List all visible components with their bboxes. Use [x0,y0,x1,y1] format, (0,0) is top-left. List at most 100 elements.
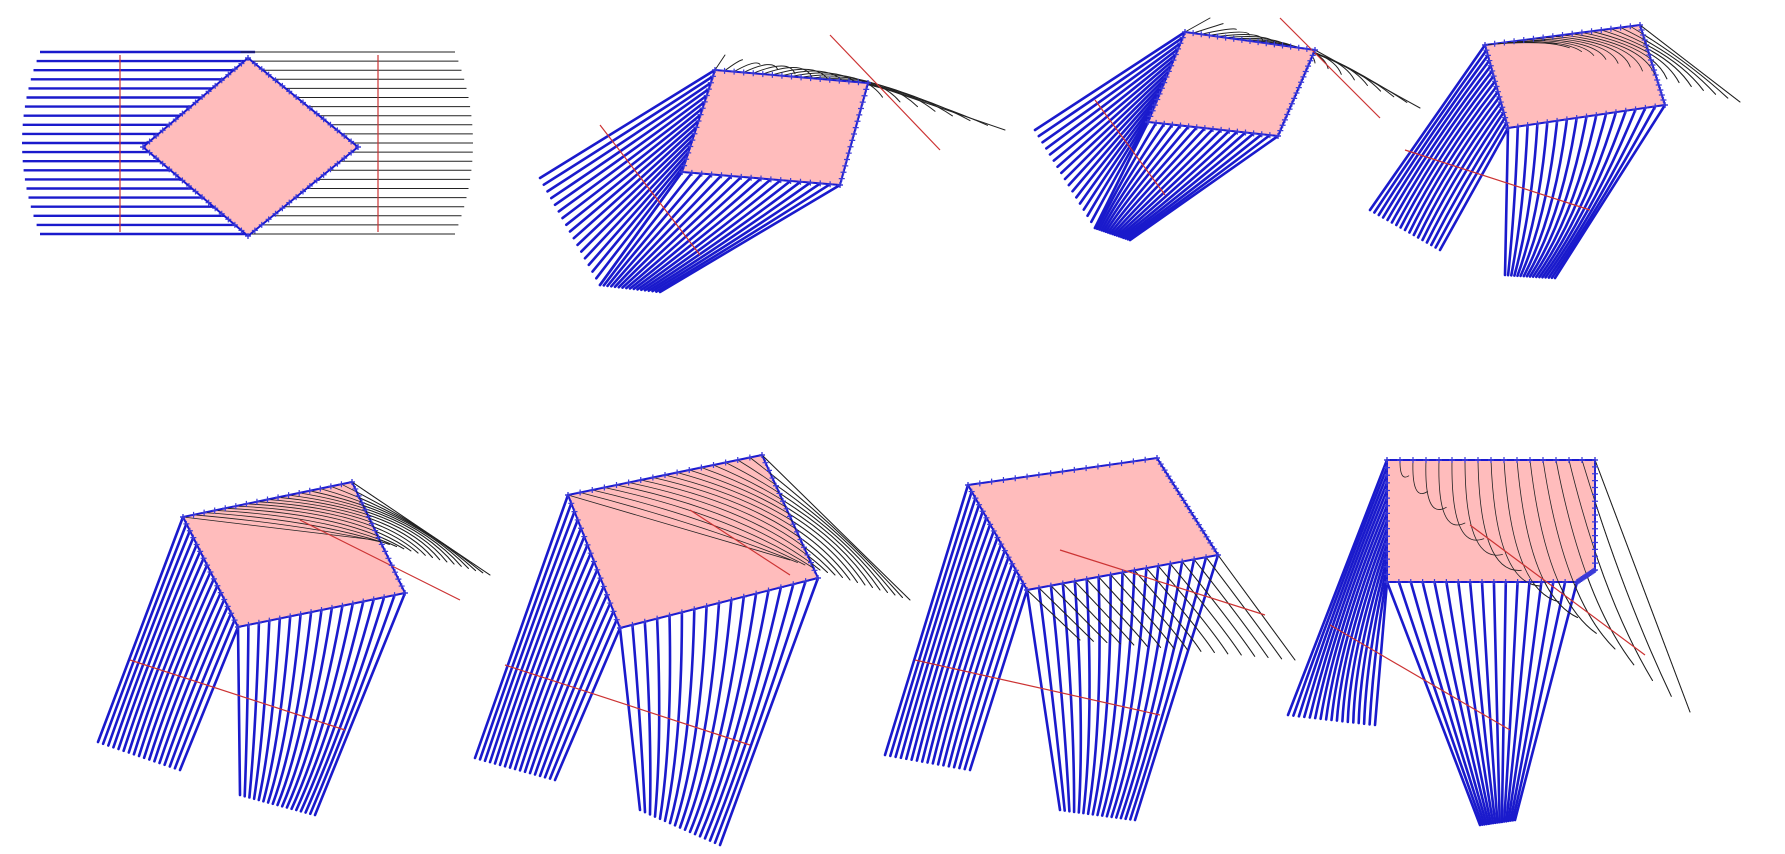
blue-strand [1286,458,1389,717]
vertex-marker [759,71,766,78]
black-strand [1306,48,1408,103]
black-strand [1477,459,1522,571]
vertex-marker [1247,38,1253,44]
blue-strand [572,126,698,240]
blue-strand [595,164,686,280]
vertex-marker [1643,42,1650,48]
vertex-marker [1503,119,1510,126]
vertex-marker [1384,556,1390,563]
vertex-marker [807,179,814,186]
vertex-marker [159,160,166,167]
vertex-marker [689,137,696,144]
blue-strand [523,576,602,774]
vertex-marker [218,77,225,84]
vertex-marker [1592,560,1598,567]
vertex-marker [192,99,199,106]
vertex-marker [1024,587,1030,593]
vertex-marker [245,55,251,61]
vertex-marker [1293,90,1300,96]
strand-sheets [1033,17,1421,242]
vertex-marker [235,624,241,630]
blue-strand [1385,580,1482,827]
blue-strand [508,551,593,769]
vertex-marker [988,478,995,485]
vertex-marker [1142,456,1149,463]
vertex-marker [842,162,849,169]
vertex-marker [983,514,990,521]
vertex-marker [1156,90,1163,97]
vertex-marker [1526,579,1533,585]
vertex-marker [587,550,594,557]
blue-strand [550,87,711,200]
vertex-marker [1612,109,1619,116]
vertex-marker [728,596,735,603]
blue-strand [631,623,647,814]
vertex-marker [1250,130,1257,137]
vertex-marker [1384,472,1390,479]
vertex-marker [1640,32,1647,38]
red-line [299,519,461,601]
black-strand [341,483,484,574]
vertex-marker [698,170,705,177]
vertex-marker [1449,457,1455,463]
vertex-marker [1302,68,1309,75]
vertex-marker [604,591,610,598]
blue-strand [1063,75,1168,181]
vertex-marker [1502,114,1509,121]
vertex-marker [1210,126,1216,132]
vertex-marker [1169,479,1176,486]
vertex-marker [146,138,153,145]
vertex-marker [787,513,793,520]
vertex-marker [306,487,313,494]
vertex-marker [847,143,854,150]
vertex-marker [214,582,221,589]
vertex-marker [372,527,379,534]
vertex-marker [1384,571,1390,578]
black-strand [277,496,441,561]
vertex-marker [1158,85,1165,92]
vertex-marker [1218,126,1225,133]
vertex-marker [285,492,292,499]
vertex-marker [1487,62,1494,69]
vertex-marker [1295,44,1302,51]
vertex-marker [1569,30,1576,37]
blue-strand [1102,124,1182,233]
black-strand [267,499,433,558]
blue-strand [1541,109,1628,279]
vertex-marker [765,587,772,594]
vertex-marker [1155,562,1162,569]
vertex-marker [1598,27,1605,33]
blue-strand [1124,558,1196,821]
vertex-marker [688,169,695,176]
panel-4 [1368,22,1741,280]
black-strand [1026,589,1081,641]
blue-strand [1110,564,1160,819]
vertex-marker [1505,125,1511,131]
vertex-marker [1199,527,1206,534]
vertex-marker [1502,579,1509,585]
red-line [1094,99,1166,196]
vertex-marker [1524,122,1531,129]
vertex-marker [186,527,193,534]
vertex-marker [1637,22,1643,28]
blue-strand [883,483,970,757]
vertex-marker [1662,102,1668,108]
vertex-marker [845,150,852,157]
blue-strand [1297,474,1389,718]
vertex-marker [776,490,783,497]
vertex-marker [845,78,852,85]
vertex-marker [286,88,293,95]
vertex-marker [1384,479,1390,486]
vertex-marker [1107,571,1114,578]
blue-strand [1373,48,1488,214]
vertex-marker [1300,73,1307,80]
vertex-marker [817,75,824,82]
black-strand [246,503,419,554]
blue-strand [1503,126,1510,277]
blue-strand [576,132,696,247]
blue-strand [518,568,599,772]
black-strand [1169,563,1242,656]
vertex-marker [804,551,811,558]
vertex-marker [1226,127,1233,134]
blue-strand [1335,527,1389,722]
